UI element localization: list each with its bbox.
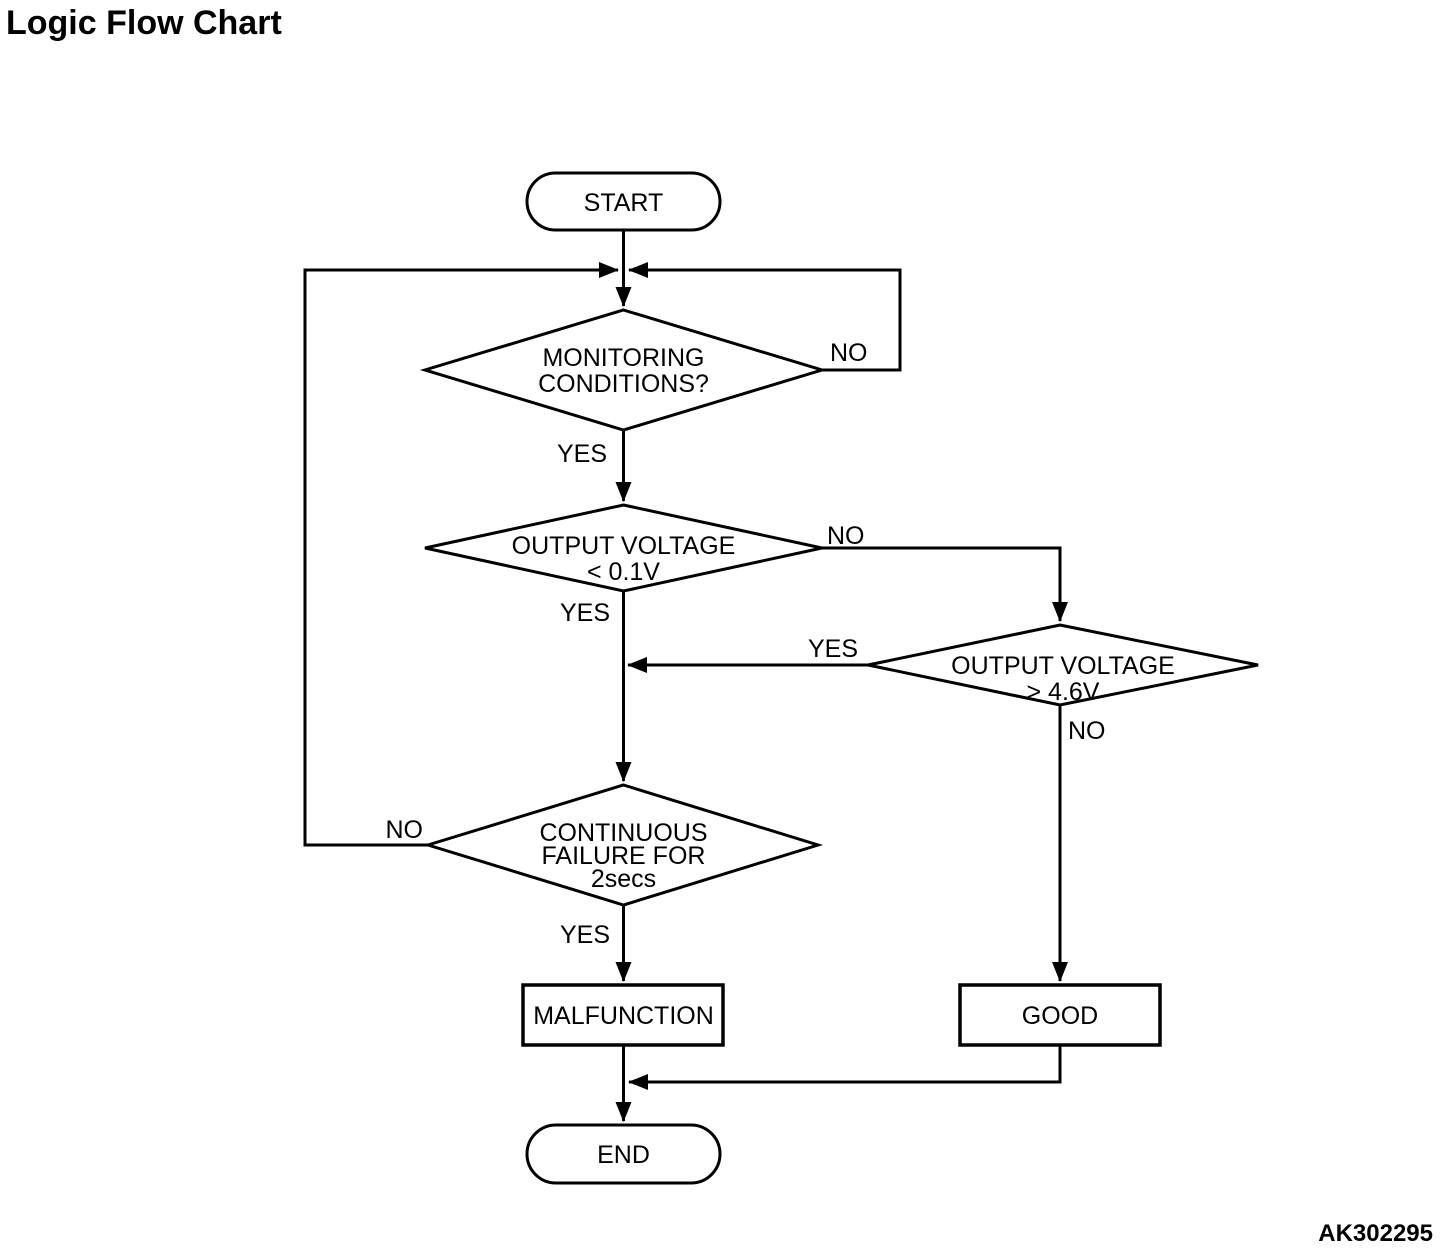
continuous-decision-shape <box>422 783 824 907</box>
output-low-decision-shape <box>424 503 823 593</box>
node-malfunction: MALFUNCTION <box>521 983 725 1047</box>
edge-label-continuous-yes: YES <box>560 921 610 949</box>
monitoring-label-line1: MONITORING <box>542 344 704 372</box>
continuous-label-line3: 2secs <box>591 865 656 893</box>
output-low-label-line1: OUTPUT VOLTAGE <box>512 532 736 560</box>
node-good: GOOD <box>958 983 1162 1047</box>
page-title: Logic Flow Chart <box>6 4 282 42</box>
end-label: END <box>597 1141 650 1169</box>
node-end: END <box>525 1123 722 1185</box>
node-monitoring-conditions: MONITORING CONDITIONS? <box>419 308 828 432</box>
good-label: GOOD <box>1022 1002 1098 1030</box>
edge-label-output-low-yes: YES <box>560 599 610 627</box>
monitoring-decision-shape <box>419 308 828 432</box>
good-process-shape <box>958 983 1162 1047</box>
continuous-label-line1: CONTINUOUS <box>539 819 707 847</box>
start-terminator-shape <box>525 171 722 232</box>
node-continuous-failure: CONTINUOUS FAILURE FOR 2secs <box>422 783 824 907</box>
edge-continuous-no-loop <box>303 262 619 847</box>
edge-label-monitoring-yes: YES <box>557 440 607 468</box>
node-start: START <box>525 171 722 232</box>
malfunction-process-shape <box>521 983 725 1047</box>
continuous-label-line2: FAILURE FOR <box>542 842 706 870</box>
edge-monitoring-no-loop <box>628 262 902 372</box>
output-low-label-line2: < 0.1V <box>587 558 660 586</box>
monitoring-label-line2: CONDITIONS? <box>538 370 709 398</box>
end-terminator-shape <box>525 1123 722 1185</box>
edge-label-output-high-no: NO <box>1068 717 1106 745</box>
edge-label-continuous-no: NO <box>386 816 424 844</box>
edge-output-low-no <box>822 546 1068 622</box>
malfunction-label: MALFUNCTION <box>533 1002 714 1030</box>
edge-label-output-high-yes: YES <box>808 635 858 663</box>
output-high-decision-shape <box>867 623 1259 707</box>
edge-label-output-low-no: NO <box>827 522 865 550</box>
figure-code: AK302295 <box>1318 1220 1433 1247</box>
node-output-voltage-low: OUTPUT VOLTAGE < 0.1V <box>424 503 823 593</box>
start-label: START <box>584 189 664 217</box>
edge-label-monitoring-no: NO <box>830 339 868 367</box>
output-high-label-line1: OUTPUT VOLTAGE <box>951 652 1175 680</box>
edge-good-join <box>628 1045 1062 1090</box>
node-output-voltage-high: OUTPUT VOLTAGE > 4.6V <box>867 623 1259 707</box>
output-high-label-line2: > 4.6V <box>1027 678 1100 706</box>
